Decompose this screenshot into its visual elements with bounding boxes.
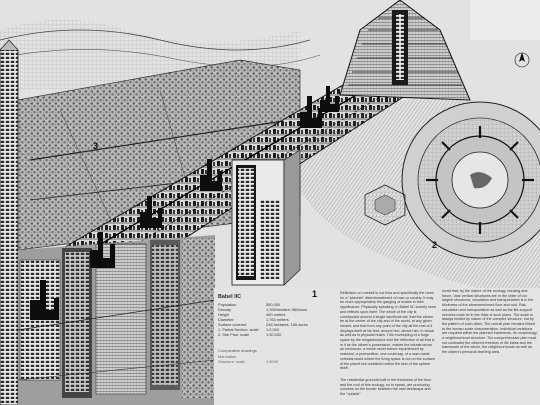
spec-row: Diameter 1,763 meters: [218, 317, 289, 322]
spec-row: Structure: scale 1:3000: [218, 359, 278, 364]
spec-row: Surface covered 246 hectares; 185 acres: [218, 322, 308, 327]
spec-value: 1,763 meters: [266, 317, 289, 322]
spec-label: Manhattan: [218, 354, 237, 359]
spec-value: 1:2,000: [266, 327, 279, 332]
bottom-model-photo: [17, 235, 216, 405]
spec-value: 400 meters: [266, 312, 286, 317]
jagged-silhouettes: [30, 86, 339, 320]
spec-label: Population: [218, 302, 237, 307]
spec-value: 1:30,000: [266, 332, 282, 337]
comparative-title: Comparative drawings: [218, 348, 257, 353]
spec-row: Density 1,396/hectare; 565/acre: [218, 307, 307, 312]
spec-label: 2. Site Plan: scale: [218, 332, 250, 337]
spec-label: Density: [218, 307, 231, 312]
figure-label-site-plan: 2: [432, 240, 438, 250]
body-column-2: The residential grounds built in the thi…: [340, 378, 432, 397]
spec-value: 246 hectares; 185 acres: [266, 322, 308, 327]
body-column-1: Reflection on oneself is not thus and sp…: [340, 291, 436, 369]
spec-label: Surface covered: [218, 322, 247, 327]
spec-label: Height: [218, 312, 230, 317]
spec-label: Diameter: [218, 317, 234, 322]
figure-label-perspective: 3: [93, 141, 99, 151]
north-arrow-icon: [514, 52, 530, 68]
circular-site-plan: [300, 98, 540, 300]
spec-row: Height 400 meters: [218, 312, 285, 317]
spec-label: Structure: scale: [218, 359, 246, 364]
spec-value: 550,000: [266, 302, 281, 307]
spec-value: 1:3000: [266, 359, 278, 364]
partial-section-tower: [231, 149, 301, 286]
spec-row: 2. Site Plan: scale 1:30,000: [218, 332, 281, 337]
left-tower-elevation: [0, 39, 19, 405]
spec-row: Manhattan: [218, 354, 236, 359]
figure-label-section: 1: [312, 289, 318, 299]
spec-row: Population 550,000: [218, 302, 280, 307]
spec-value: 1,396/hectare; 565/acre: [266, 307, 308, 312]
stepped-pyramid: [339, 0, 471, 101]
spec-row: 1. Partial Section: scale 1:2,000: [218, 327, 279, 332]
body-column-3: world that, by the nature of the ecology…: [442, 289, 538, 355]
caption-title: Babel IIC: [218, 294, 242, 300]
spec-label: 1. Partial Section: scale: [218, 327, 259, 332]
